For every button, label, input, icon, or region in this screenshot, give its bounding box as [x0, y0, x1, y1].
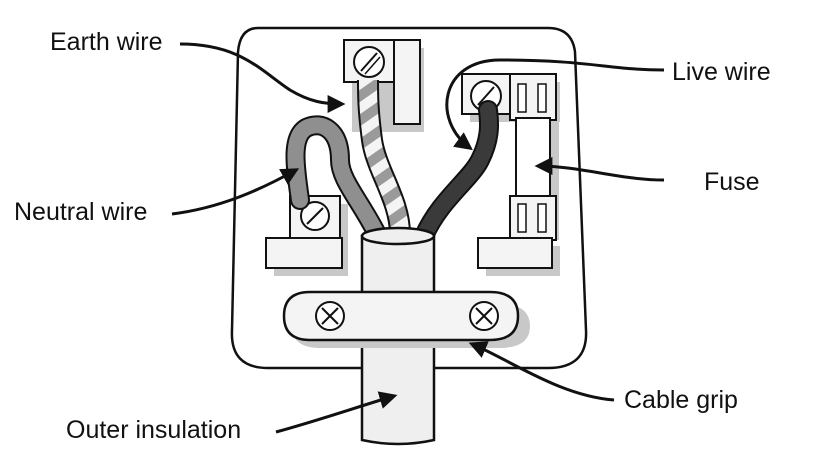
live-wire-label: Live wire [672, 58, 771, 86]
grip-screw-right [469, 301, 499, 331]
earth-wire [357, 79, 411, 235]
neutral-terminal [265, 195, 348, 276]
outer-insulation-leader [275, 391, 398, 434]
fuse-leader [534, 157, 665, 182]
live-base-block [477, 237, 560, 276]
live-wire [414, 100, 499, 246]
outer-insulation-label: Outer insulation [66, 416, 242, 444]
earth-leader [179, 42, 346, 113]
cable-grip [282, 290, 530, 348]
earth-terminal [343, 39, 424, 132]
fuse [509, 73, 559, 241]
fuse-label: Fuse [704, 168, 760, 196]
live-leader [445, 58, 665, 151]
leader-lines [171, 42, 665, 434]
cable-grip-label: Cable grip [624, 386, 738, 414]
neutral-wire-label: Neutral wire [14, 198, 148, 226]
earth-wire-label: Earth wire [50, 28, 163, 56]
cable-grip-leader [468, 341, 615, 402]
neutral-leader [171, 168, 300, 216]
grip-screw-left [315, 301, 345, 331]
neutral-wire [285, 115, 388, 246]
